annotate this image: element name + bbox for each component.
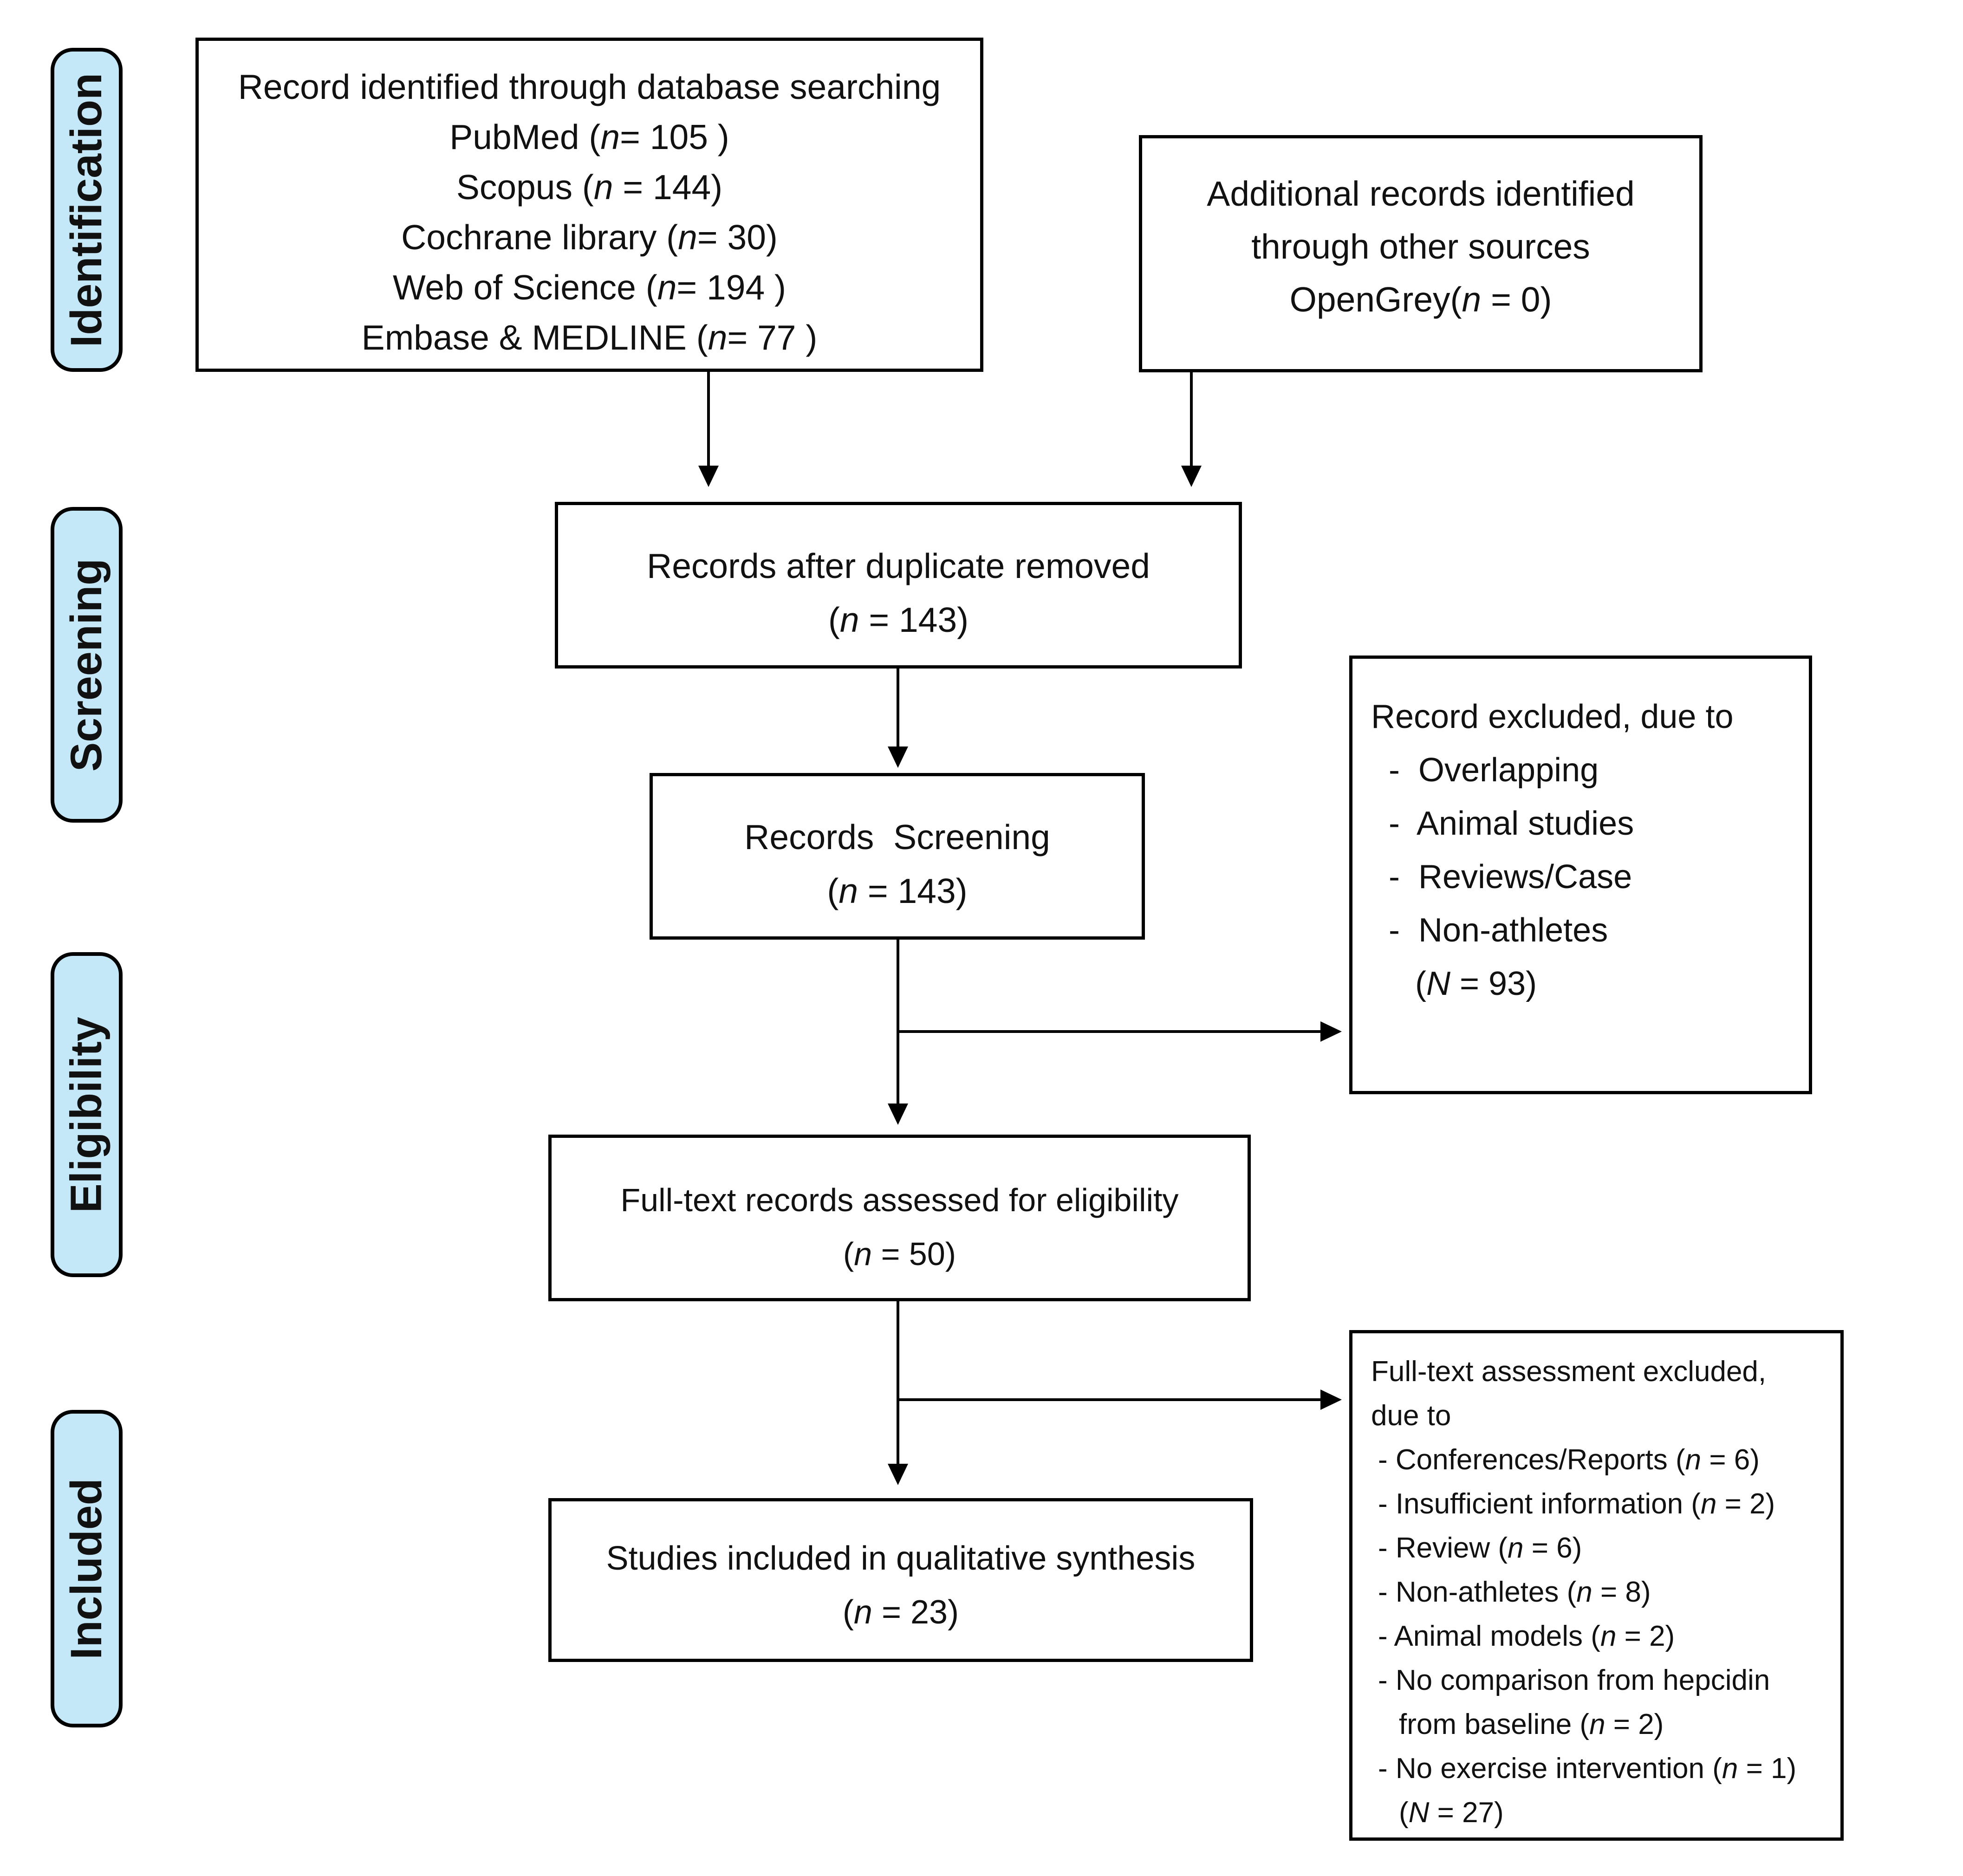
fulltext-excluded-total: (N = 27): [1399, 1797, 1504, 1829]
records-screening-title: Records Screening: [744, 818, 1050, 857]
arrow-branch-records-excluded-head: [1320, 1021, 1342, 1042]
box-fulltext-excluded: Full-text assessment excluded, due to - …: [1349, 1330, 1844, 1841]
records-excluded-item-reviews: - Reviews/Case: [1389, 858, 1632, 896]
after-duplicates-count: (n = 143): [828, 600, 969, 639]
arrow-sources-to-dedup-head: [1181, 466, 1202, 487]
arrow-database-to-dedup-head: [698, 466, 719, 487]
qualitative-synthesis-count: (n = 23): [842, 1594, 959, 1631]
records-excluded-title: Record excluded, due to: [1371, 698, 1734, 735]
stage-eligibility: Eligibility: [51, 952, 123, 1277]
box-other-sources: Additional records identified through ot…: [1139, 135, 1703, 372]
fulltext-excluded-title-2: due to: [1371, 1400, 1451, 1432]
other-sources-line-1: Additional records identified: [1207, 174, 1635, 213]
fulltext-assessed-title: Full-text records assessed for eligibili…: [620, 1182, 1179, 1218]
arrow-sources-to-dedup-line: [1190, 372, 1193, 467]
stage-included-label: Included: [62, 1478, 111, 1660]
box-qualitative-synthesis: Studies included in qualitative synthesi…: [548, 1498, 1253, 1662]
fulltext-excluded-item-conferences: - Conferences/Reports (n = 6): [1378, 1444, 1760, 1476]
stage-screening: Screening: [51, 507, 123, 823]
arrow-fulltext-to-included-head: [888, 1464, 908, 1485]
stage-included: Included: [51, 1410, 123, 1727]
fulltext-excluded-item-no-comparison-wrap: from baseline (n = 2): [1399, 1708, 1664, 1740]
box-database-search: Record identified through database searc…: [195, 38, 983, 372]
arrow-dedup-to-screening-head: [888, 747, 908, 768]
db-scopus: Scopus (n = 144): [456, 168, 723, 207]
records-excluded-total: (N = 93): [1415, 965, 1537, 1002]
qualitative-synthesis-title: Studies included in qualitative synthesi…: [606, 1540, 1196, 1577]
fulltext-assessed-count: (n = 50): [843, 1236, 956, 1272]
fulltext-excluded-title-1: Full-text assessment excluded,: [1371, 1356, 1767, 1388]
box-records-excluded: Record excluded, due to - Overlapping - …: [1349, 656, 1812, 1094]
db-pubmed: PubMed (n= 105 ): [449, 117, 729, 156]
records-excluded-item-nonathletes: - Non-athletes: [1389, 912, 1608, 949]
db-web-of-science: Web of Science (n= 194 ): [392, 268, 786, 307]
arrow-fulltext-to-included-line: [897, 1301, 899, 1465]
records-excluded-item-animal: - Animal studies: [1389, 805, 1634, 842]
arrow-branch-fulltext-excluded-line: [898, 1398, 1321, 1401]
fulltext-excluded-item-no-comparison: - No comparison from hepcidin: [1378, 1664, 1770, 1696]
fulltext-excluded-item-no-exercise: - No exercise intervention (n = 1): [1378, 1753, 1797, 1785]
records-screening-count: (n = 143): [827, 871, 968, 910]
box-records-screening: Records Screening (n = 143): [650, 773, 1145, 940]
arrow-database-to-dedup-line: [707, 372, 710, 467]
stage-screening-label: Screening: [62, 558, 111, 772]
db-cochrane: Cochrane library (n= 30): [401, 218, 778, 257]
box-database-search-title: Record identified through database searc…: [238, 67, 941, 106]
db-embase-medline: Embase & MEDLINE (n= 77 ): [361, 318, 818, 357]
stage-identification: Identification: [51, 48, 123, 372]
other-sources-line-2: through other sources: [1251, 227, 1590, 266]
fulltext-excluded-item-nonathletes: - Non-athletes (n = 8): [1378, 1576, 1651, 1608]
arrow-screening-to-fulltext-head: [888, 1104, 908, 1125]
fulltext-excluded-item-review: - Review (n = 6): [1378, 1532, 1582, 1564]
records-excluded-item-overlapping: - Overlapping: [1389, 752, 1599, 789]
arrow-branch-fulltext-excluded-head: [1320, 1389, 1342, 1410]
box-fulltext-assessed: Full-text records assessed for eligibili…: [548, 1135, 1251, 1301]
box-after-duplicates: Records after duplicate removed (n = 143…: [555, 502, 1242, 669]
fulltext-excluded-item-insufficient: - Insufficient information (n = 2): [1378, 1488, 1775, 1520]
stage-identification-label: Identification: [62, 72, 111, 347]
stage-eligibility-label: Eligibility: [62, 1016, 111, 1213]
arrow-branch-records-excluded-line: [898, 1030, 1321, 1033]
fulltext-excluded-item-animal: - Animal models (n = 2): [1378, 1620, 1675, 1652]
other-sources-count: OpenGrey(n = 0): [1289, 280, 1552, 319]
arrow-screening-to-fulltext-line: [897, 940, 899, 1104]
arrow-dedup-to-screening-line: [897, 669, 899, 747]
after-duplicates-title: Records after duplicate removed: [647, 546, 1150, 585]
